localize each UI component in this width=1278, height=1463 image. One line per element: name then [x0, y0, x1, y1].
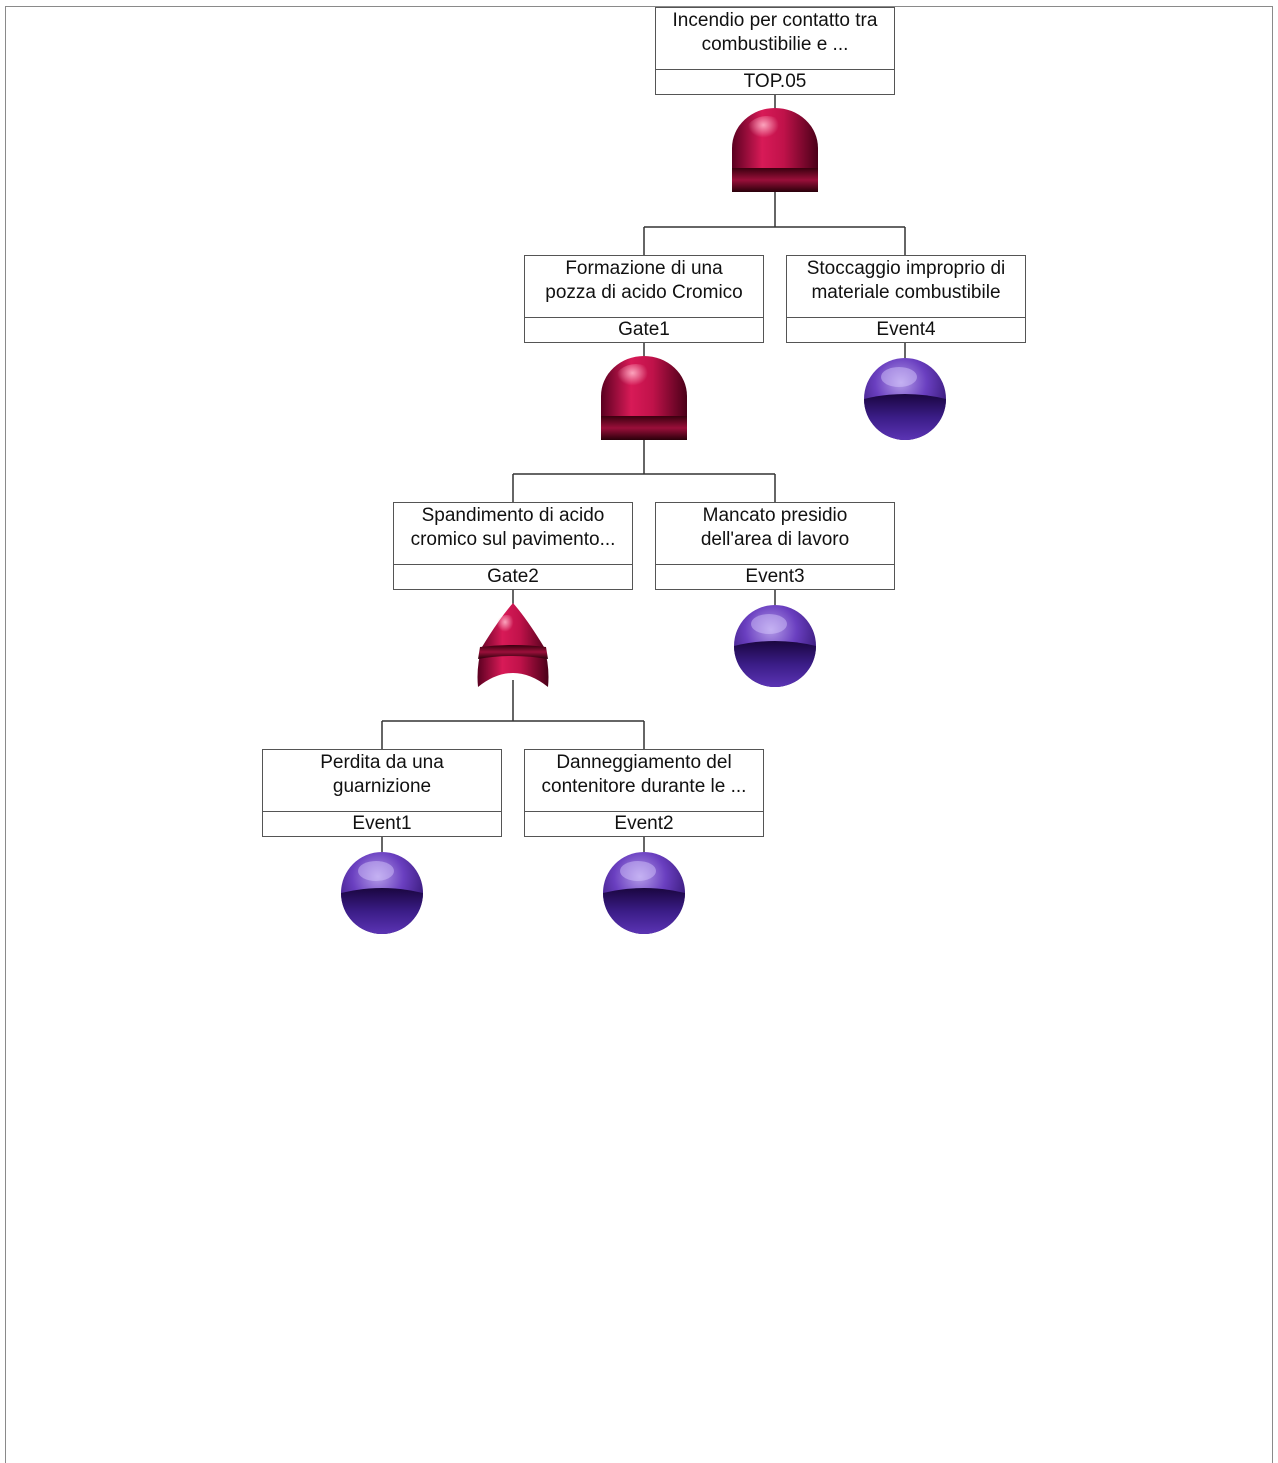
- basic-event-icon[interactable]: [734, 605, 816, 687]
- node-id: Gate2: [487, 566, 539, 587]
- node-id: Event1: [352, 813, 412, 834]
- basic-event-icon[interactable]: [864, 358, 946, 440]
- node-description: Perdita da una guarnizione: [263, 750, 501, 812]
- node-description: Danneggiamento del contenitore durante l…: [525, 750, 763, 812]
- node-id: Gate1: [618, 319, 670, 340]
- node-id: Event4: [876, 319, 936, 340]
- node-description: Formazione di una pozza di acido Cromico: [525, 256, 763, 318]
- node-description: Stoccaggio improprio di materiale combus…: [787, 256, 1025, 318]
- event4-box[interactable]: Stoccaggio improprio di materiale combus…: [786, 255, 1026, 343]
- or-gate-icon[interactable]: [477, 603, 549, 687]
- event2-box[interactable]: Danneggiamento del contenitore durante l…: [524, 749, 764, 837]
- top-event-box[interactable]: Incendio per contatto tra combustibilie …: [655, 7, 895, 95]
- node-id: Event2: [614, 813, 674, 834]
- event3-box[interactable]: Mancato presidio dell'area di lavoro Eve…: [655, 502, 895, 590]
- connector-line: [381, 680, 645, 749]
- diagram-canvas: [5, 6, 1273, 1463]
- and-gate-icon[interactable]: [601, 356, 687, 440]
- node-description: Mancato presidio dell'area di lavoro: [656, 503, 894, 565]
- basic-event-icon[interactable]: [603, 852, 685, 934]
- node-description: Incendio per contatto tra combustibilie …: [656, 8, 894, 70]
- basic-event-icon[interactable]: [341, 852, 423, 934]
- connector-line: [643, 192, 906, 255]
- and-gate-icon[interactable]: [732, 108, 818, 192]
- node-id: TOP.05: [743, 71, 807, 92]
- connector-line: [512, 440, 776, 502]
- event1-box[interactable]: Perdita da una guarnizione Event1: [262, 749, 502, 837]
- gate1-box[interactable]: Formazione di una pozza di acido Cromico…: [524, 255, 764, 343]
- node-description: Spandimento di acido cromico sul pavimen…: [394, 503, 632, 565]
- gate2-box[interactable]: Spandimento di acido cromico sul pavimen…: [393, 502, 633, 590]
- node-id: Event3: [745, 566, 805, 587]
